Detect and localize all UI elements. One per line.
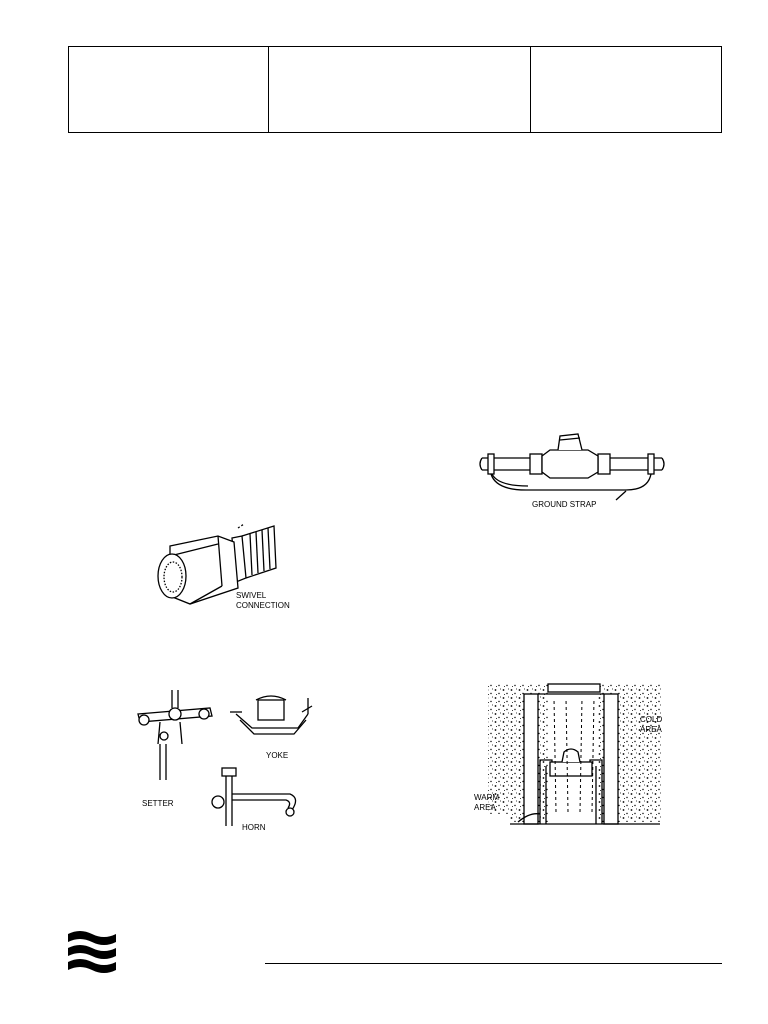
warm-area-line2: AREA [474,803,496,812]
warm-area-line1: WARM [474,793,499,802]
header-table [68,46,722,133]
yoke-label: YOKE [266,751,288,760]
header-cell-3 [530,47,721,132]
company-logo-icon [66,928,118,980]
setter-label: SETTER [142,799,174,808]
swivel-label-line1: SWIVEL [236,591,267,600]
meter-pit-figure: COLD AREA WARM AREA [470,672,670,844]
ground-strap-figure: GROUND STRAP [476,428,676,514]
cold-area-line1: COLD [640,715,662,724]
footer-rule [265,963,722,964]
ground-strap-label: GROUND STRAP [532,500,596,509]
swivel-figure: SWIVEL CONNECTION [150,522,310,614]
setter-yoke-horn-figure: YOKE SETTER HORN [130,684,320,836]
swivel-label-line2: CONNECTION [236,601,290,610]
header-cell-1 [69,47,268,132]
setter-yoke-horn-illustration: YOKE SETTER HORN [137,690,313,832]
swivel-connection-illustration: SWIVEL CONNECTION [157,523,290,610]
horn-label: HORN [242,823,266,832]
cold-area-line2: AREA [640,725,662,734]
meter-pit-illustration: COLD AREA WARM AREA [474,683,662,825]
header-cell-2 [268,47,530,132]
ground-strap-illustration: GROUND STRAP [479,433,665,509]
